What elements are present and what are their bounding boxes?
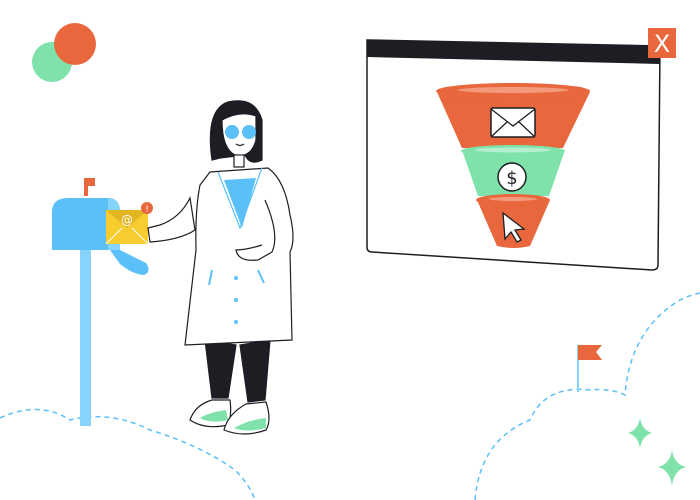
dollar-icon: $ — [497, 162, 527, 192]
sparkle-icon — [628, 418, 652, 448]
dashed-cloud-left — [0, 408, 256, 500]
svg-text:@: @ — [121, 213, 133, 227]
mailbox-door — [110, 250, 149, 275]
mailbox-post — [80, 248, 91, 426]
window-title-bar — [367, 40, 660, 64]
flag-icon — [577, 345, 602, 392]
envelope-icon — [490, 107, 536, 138]
close-icon[interactable]: X — [654, 30, 670, 58]
notification-badge — [141, 202, 153, 214]
sparkle-icon — [658, 450, 686, 486]
svg-text:!: ! — [145, 205, 149, 215]
woman-character — [147, 100, 294, 435]
decor-circle-orange — [54, 23, 96, 65]
svg-text:$: $ — [506, 168, 517, 189]
email-envelope: @ ! — [105, 202, 153, 245]
dashed-cloud-right — [474, 292, 700, 500]
close-button[interactable]: X — [648, 28, 676, 58]
cursor-icon — [502, 211, 526, 243]
funnel: $ — [436, 83, 590, 248]
